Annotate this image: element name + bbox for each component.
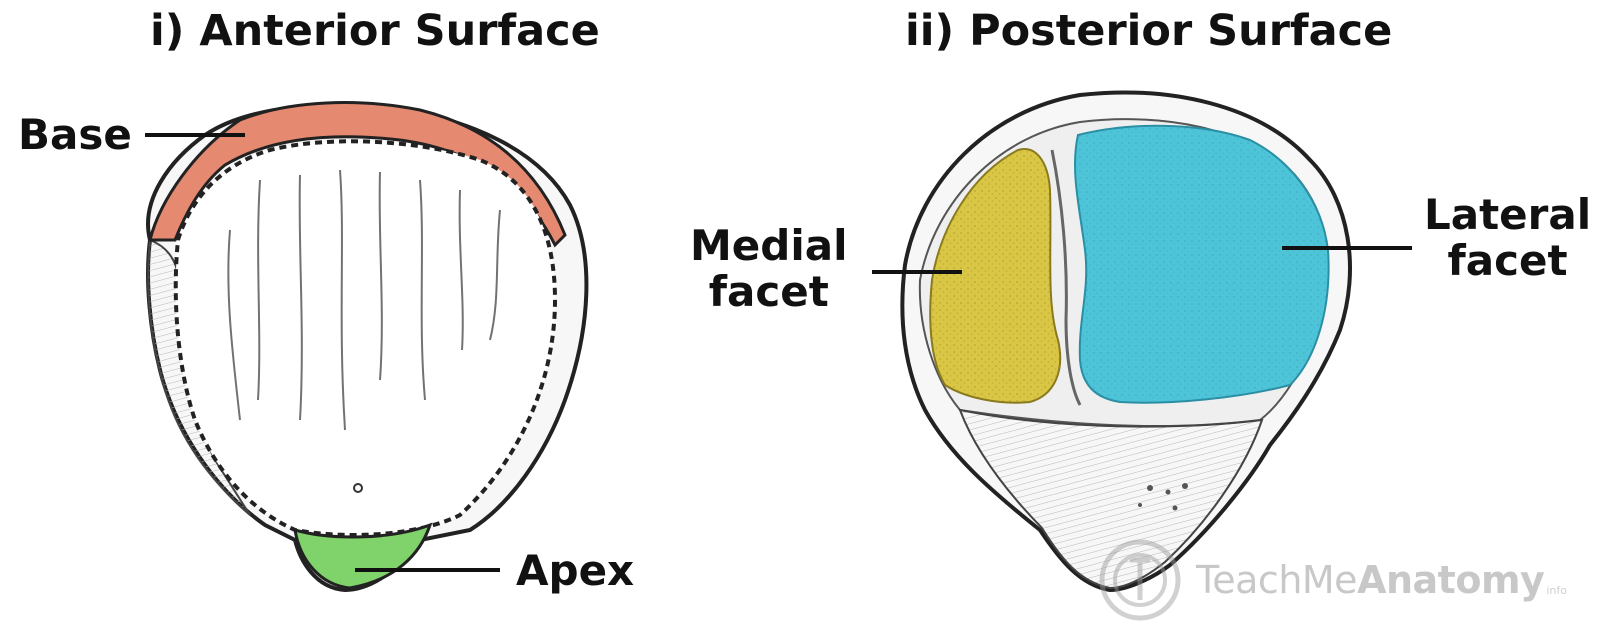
posterior-patella (902, 93, 1350, 590)
medial-facet-label: Medial facet (690, 223, 847, 315)
watermark-text-bold: Anatomy (1357, 558, 1544, 602)
lateral-facet-label-line2: facet (1424, 238, 1591, 284)
watermark-suffix: info (1546, 584, 1567, 597)
anterior-patella (148, 103, 586, 590)
medial-facet-label-line2: facet (690, 269, 847, 315)
watermark-text: TeachMeAnatomy (1196, 558, 1544, 602)
teachmeanatomy-watermark: TeachMeAnatomy info (1188, 545, 1567, 615)
lateral-facet-label: Lateral facet (1424, 192, 1591, 284)
apex-label: Apex (516, 548, 634, 594)
watermark-logo-icon (1102, 542, 1178, 618)
medial-facet-label-line1: Medial (690, 223, 847, 269)
watermark-text-light: TeachMe (1196, 558, 1357, 602)
base-label: Base (18, 112, 132, 158)
lateral-facet-label-line1: Lateral (1424, 192, 1591, 238)
